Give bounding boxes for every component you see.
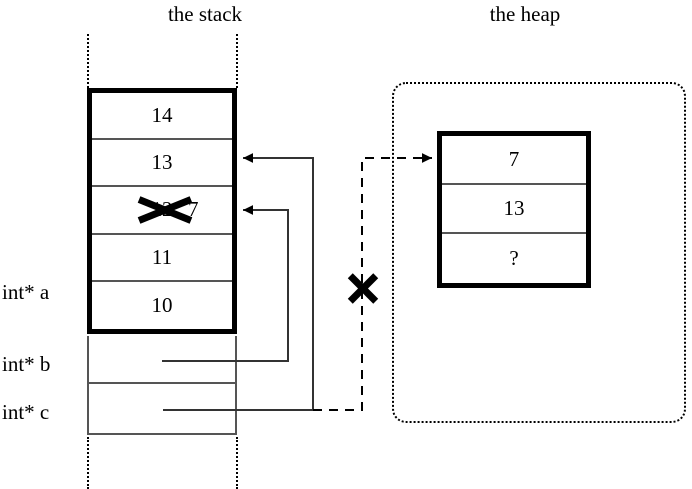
stack-region-guide-left-bottom [87,437,89,489]
stack-local-cell-b [89,336,235,384]
heap-cell-0: 7 [442,136,586,185]
heap-cell-1: 13 [442,185,586,234]
stack-local-variable-cells [87,336,237,435]
heap-title: the heap [489,2,561,26]
stack-region-guide-right-bottom [236,437,238,489]
variable-label-a: int* a [2,280,50,304]
heap-cell-0-value: 7 [508,147,520,171]
stack-cell-4: 10 [92,282,232,329]
variable-label-b: int* b [2,352,51,376]
heap-cell-2: ? [442,234,586,283]
stack-cell-4-value: 10 [151,292,173,317]
stack-cell-2-new-value: 7 [188,197,199,222]
stack-region-guide-left-top [87,34,89,88]
stack-cell-2: 12 7 [92,187,232,235]
stack-cell-0: 14 [92,93,232,141]
stack-cell-1-value: 13 [151,150,173,175]
stack-cell-1: 13 [92,140,232,188]
heap-cell-2-value: ? [509,246,519,270]
stack-array-block: 14 13 12 7 11 10 [87,88,237,334]
stack-cell-2-old-value-strikethrough: 12 [137,196,192,224]
stack-cell-3-value: 11 [151,244,173,269]
stack-cell-0-value: 14 [151,103,173,128]
heap-allocated-block: 7 13 ? [437,131,591,288]
stack-cell-3: 11 [92,235,232,282]
variable-label-c: int* c [2,400,50,424]
heap-cell-1-value: 13 [503,196,525,220]
stack-local-cell-c [89,384,235,432]
dangling-pointer-cross-out-icon [345,270,381,306]
stack-region-guide-right-top [236,34,238,88]
stack-title: the stack [167,2,243,26]
